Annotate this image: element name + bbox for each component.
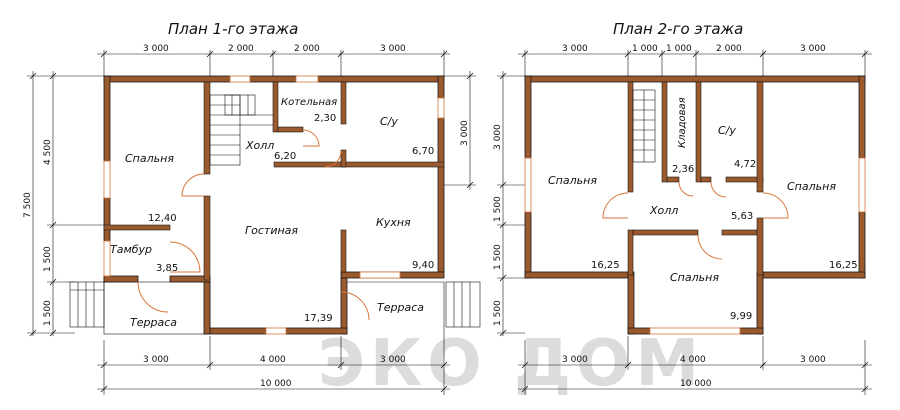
floor1-area-wc: 6,70 [412,146,434,157]
floor2-room-bedroom-bottom: Спальня [670,271,719,284]
floor1-dim-top-3: 2 000 [294,44,320,54]
floor1-dim-bottom-2: 4 000 [260,355,286,365]
floor2-area-wc: 4,72 [734,159,756,170]
watermark-logo: ЭКО ДОМ [318,327,704,401]
floor1-dim-bottom-1: 3 000 [143,355,169,365]
floor1-dims-left: 7 500 4 500 1 500 1 500 [23,71,104,337]
floor2-doors [602,181,789,260]
floor2-dim-left-3: 1 500 [493,244,503,270]
floor1-dim-left-2: 1 500 [43,246,53,272]
floor1-dim-left-3: 1 500 [43,300,53,326]
floor1-dims-top: 3 000 2 000 2 000 3 000 [97,44,450,78]
floor2-dim-top-4: 2 000 [716,44,742,54]
floor2-plan: 3 000 1 000 1 000 2 000 3 000 3 000 1 50… [493,44,872,395]
floor1-room-living: Гостиная [245,224,298,237]
floor1-room-wc: С/у [380,115,398,128]
floor1-dims-right: 3 000 [444,71,476,190]
floor1-dim-total: 10 000 [260,379,292,389]
floor1-room-labels: Спальня 12,40 Котельная 2,30 Холл 6,20 С… [110,97,434,329]
floor2-dim-bottom-2: 4 000 [680,355,706,365]
floor1-title: План 1-го этажа [168,20,298,38]
floor2-area-bedroom-left: 16,25 [591,260,620,271]
floor2-room-bedroom-right: Спальня [787,180,836,193]
floor1-doors [137,129,370,321]
floor1-room-terrace-left: Терраса [130,316,177,329]
floor1-area-hall: 6,20 [274,151,296,162]
floor2-walls [524,75,866,335]
floor1-dim-top-1: 3 000 [143,44,169,54]
floor1-area-bedroom: 12,40 [148,213,177,224]
floor1-room-bedroom: Спальня [125,152,174,165]
floor1-area-boiler: 2,30 [314,113,336,124]
floor1-walls [103,75,445,335]
floor2-area-storage: 2,36 [672,164,694,175]
floor2-dim-bottom-1: 3 000 [562,355,588,365]
floor2-room-bedroom-left: Спальня [548,174,597,187]
floor2-title: План 2-го этажа [613,20,743,38]
floor1-dim-left-1: 4 500 [43,139,53,165]
floor1-room-kitchen: Кухня [376,216,411,229]
floor2-dim-top-1: 3 000 [562,44,588,54]
floor2-dims-top: 3 000 1 000 1 000 2 000 3 000 [518,44,872,78]
floor2-dim-left-2: 1 500 [493,196,503,222]
floor1-area-kitchen: 9,40 [412,260,434,271]
floor1-plan: 3 000 2 000 2 000 3 000 7 500 4 500 1 50… [23,44,481,395]
floor1-dim-top-2: 2 000 [228,44,254,54]
floor1-room-vestibule: Тамбур [110,243,152,256]
floor2-dim-top-2: 1 000 [632,44,658,54]
floor2-room-hall: Холл [649,204,678,217]
floor2-area-hall: 5,63 [731,211,753,222]
floor1-dim-right: 3 000 [460,120,470,146]
floor1-dim-bottom-3: 3 000 [380,355,406,365]
floor1-dims-bottom: 3 000 4 000 3 000 10 000 [97,318,450,395]
floor2-stairs [632,89,656,163]
floor2-dim-top-3: 1 000 [666,44,692,54]
floor1-room-terrace-right: Терраса [377,301,424,314]
floor2-dims-left: 3 000 1 500 1 500 1 500 [493,71,525,337]
floor1-stairs [209,94,273,166]
floor2-dim-left-4: 1 500 [493,300,503,326]
floor1-dim-top-4: 3 000 [380,44,406,54]
floor2-area-bedroom-bottom: 9,99 [730,311,752,322]
floor2-room-storage: Кладовая [677,97,688,148]
floor1-room-boiler: Котельная [281,97,337,108]
floor2-room-wc: С/у [718,124,736,137]
floor1-area-vestibule: 3,85 [156,263,178,274]
floor2-dim-top-5: 3 000 [800,44,826,54]
floor2-dim-bottom-3: 3 000 [800,355,826,365]
floor2-dims-bottom: 3 000 4 000 3 000 10 000 [518,336,872,395]
floor2-area-bedroom-right: 16,25 [829,260,858,271]
floor2-dim-total: 10 000 [680,379,712,389]
floor1-area-living: 17,39 [304,313,333,324]
floor2-dim-left-1: 3 000 [493,124,503,150]
floor2-room-labels: Спальня 16,25 Кладовая 2,36 С/у 4,72 Хол… [548,97,858,322]
floor1-dim-left-total: 7 500 [23,192,33,218]
floor1-room-hall: Холл [245,139,274,152]
